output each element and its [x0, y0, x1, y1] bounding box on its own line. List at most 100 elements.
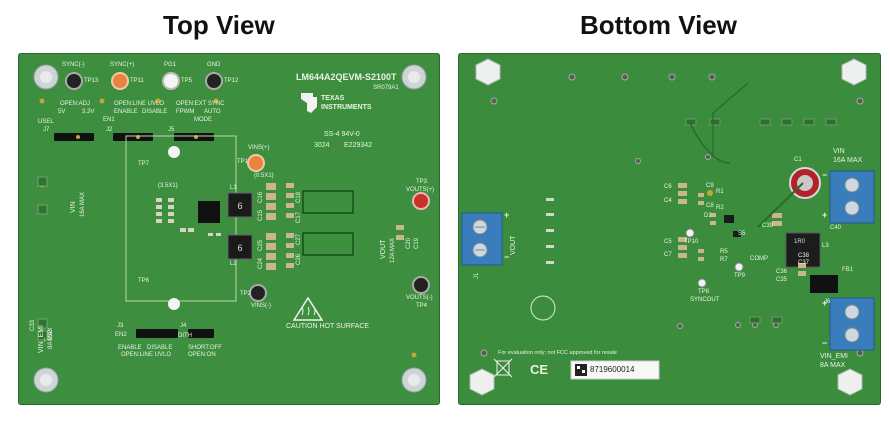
vin-plus-mark: +: [822, 210, 828, 220]
vin-label: VIN: [70, 201, 77, 213]
j2-ref: J2: [106, 127, 113, 133]
tp-sync-minus-label: SYNC(-): [62, 62, 85, 68]
testpoint-tp10: [685, 228, 695, 238]
jumper-j2: [113, 133, 153, 141]
vout-sub-label: 12A MAX: [390, 237, 396, 263]
c4-label: C4: [664, 198, 672, 204]
j2-opt-b: DISABLE: [142, 109, 168, 115]
r5-label: R5: [720, 249, 728, 255]
caution-label: CAUTION HOT SURFACE: [286, 323, 370, 330]
j3-ref: J3: [117, 323, 124, 329]
jumper-j4: [188, 329, 214, 338]
r1-label: R1: [716, 189, 724, 195]
bottom-vout-label: VOUT: [510, 235, 517, 255]
serial-label-sticker: [570, 360, 660, 380]
c25-label: C25: [258, 239, 264, 251]
jumper-j7: [54, 133, 94, 141]
c20-label: C20: [406, 237, 412, 249]
bottom-vin-sub-label: 16A MAX: [833, 157, 863, 164]
svg-text:6: 6: [237, 201, 242, 211]
c32-label: C32: [48, 329, 54, 341]
j1-label: J1: [474, 272, 480, 279]
tp10-label: TP10: [684, 239, 699, 245]
top-view-board: 6 6: [18, 53, 440, 405]
tp1-label: TP1: [237, 159, 249, 165]
j7-opt-b: 3.3V: [82, 109, 95, 115]
tp11-label: TP11: [130, 78, 144, 84]
comp-label: COMP: [750, 256, 768, 262]
mount-hole-top: [168, 146, 180, 158]
tp5-label: TP5: [181, 78, 193, 84]
j5-opt-a: FPWM: [176, 109, 195, 115]
c9-label: C9: [706, 183, 714, 189]
inductor-l3: [785, 232, 821, 268]
vin-emi-minus-mark: −: [822, 338, 828, 348]
vout-minus-mark: −: [504, 252, 510, 262]
date-code-label: 3024: [314, 142, 330, 149]
tp6-label: TP6: [138, 278, 150, 284]
l1-label: L1: [230, 185, 237, 191]
testpoint-tp9: [734, 262, 744, 272]
hot-surface-warning-icon: [292, 296, 324, 321]
c35-label: C35: [776, 277, 788, 283]
c40-label: C40: [830, 225, 842, 231]
ic-lm644a2: [198, 201, 220, 223]
c15-label: C15: [258, 209, 264, 221]
tp-sync-plus-label: SYNC(+): [110, 62, 135, 68]
mount-hole-bottom: [168, 298, 180, 310]
j2-opt-a: ENABLE: [114, 109, 138, 115]
l3-label: L3: [822, 243, 829, 249]
c27-label: C27: [296, 233, 302, 245]
c8-label: C8: [706, 203, 714, 209]
part-number-label: LM644A2QEVM-S2100T: [296, 72, 397, 82]
tp7-label: TP7: [138, 161, 150, 167]
tp-vins-plus-label: VINS(+): [248, 145, 270, 151]
vin-emi-label: VIN_EMI: [38, 324, 45, 353]
c33-label: C33: [30, 319, 36, 331]
u-value-label: (3.5X1): [158, 183, 178, 189]
syncout-label: SYNCOUT: [690, 297, 720, 303]
testpoint-vouts-minus: [412, 276, 430, 294]
ferrite-bead-fb1: [810, 275, 838, 293]
vin-minus-mark: −: [822, 170, 828, 180]
testpoint-vins-minus: [249, 284, 267, 302]
bottom-vin-label: VIN: [833, 148, 845, 155]
weee-bin-icon: [496, 360, 510, 376]
brand-line1: TEXAS: [321, 95, 345, 102]
tp-pg1-label: PG1: [164, 62, 177, 68]
j5-ref: J5: [168, 127, 175, 133]
j2-name: EN1: [103, 117, 115, 123]
j4-ref: J4: [180, 323, 187, 329]
vin-sub-label: 16A MAX: [80, 191, 86, 217]
vout-label: VOUT: [380, 239, 387, 259]
tp-vouts-plus-label: VOUTS(+): [406, 187, 435, 193]
ce-mark: CE: [530, 362, 549, 377]
l1-value-label: (0.5X1): [254, 173, 274, 179]
j4-opt-a: SHORT:OFF: [188, 345, 222, 351]
r7-label: R7: [720, 257, 728, 263]
j5-open-label: OPEN:EXT SYNC: [176, 101, 225, 107]
standoff-bottom-left-center: [40, 374, 52, 386]
c19-label: C19: [414, 237, 420, 249]
fb1-label: FB1: [842, 267, 854, 273]
brand-line2: INSTRUMENTS: [321, 104, 372, 111]
ti-logo-icon: [301, 93, 317, 113]
bottom-view-title: Bottom View: [580, 10, 737, 40]
tp-gnd-label: GND: [207, 62, 221, 68]
testpoint-sync-minus: [65, 72, 83, 90]
inductor-l1: [227, 192, 253, 218]
c7-label: C7: [664, 252, 672, 258]
fcc-notice: For evaluation only; not FCC approved fo…: [498, 350, 617, 356]
j7-open-label: OPEN:ADJ: [60, 101, 91, 107]
j3-open-label: OPEN:LINE UVLO: [121, 352, 172, 358]
testpoint-vouts-plus: [412, 192, 430, 210]
jumper-j3: [136, 329, 178, 338]
j4-opt-b: OPEN:ON: [188, 352, 216, 358]
tp9-label: TP9: [734, 273, 746, 279]
l3-value-label: 1R0: [794, 239, 806, 245]
c18-label: C18: [296, 191, 302, 203]
top-view-title: Top View: [163, 10, 275, 40]
c5-label: C5: [664, 239, 672, 245]
hex-standoff-bottom-left: [469, 368, 495, 396]
tp-vins-minus-label: VINS(-): [251, 303, 271, 309]
